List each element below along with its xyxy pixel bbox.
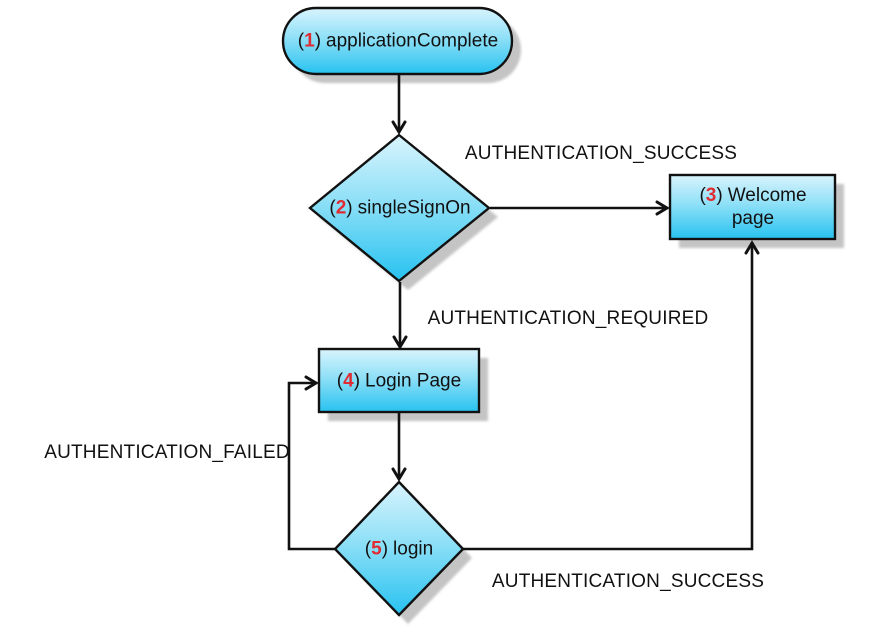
- node-welcome-page-shape: [668, 173, 837, 241]
- node-application-complete-shape: [281, 6, 514, 76]
- edge-login-to-loginpage-failed: [287, 375, 336, 551]
- node-single-sign-on-shape: [308, 133, 491, 283]
- node-login-page-shape: [317, 347, 481, 414]
- edge-login-to-welcome-success: [463, 240, 760, 551]
- node-login-shape: [333, 480, 465, 617]
